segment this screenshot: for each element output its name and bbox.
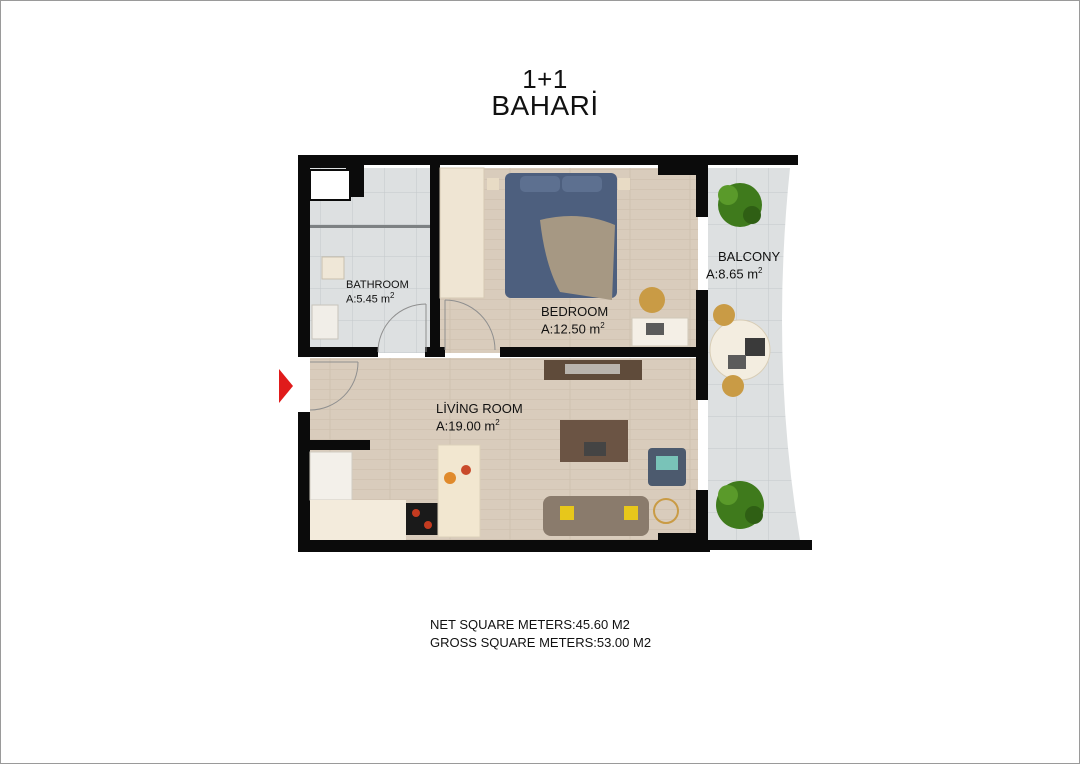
living-area-unit: 2 [495,418,500,427]
living-area-label: A:19.00 m2 [436,416,500,433]
living-area-value: A:19.00 m [436,418,496,434]
balcony-area-unit: 2 [758,266,763,275]
net-area-text: NET SQUARE METERS:45.60 M2 [430,617,630,632]
bathroom-area-label: A:5.45 m2 [346,290,394,306]
gross-area-text: GROSS SQUARE METERS:53.00 M2 [430,635,652,650]
table-icon [560,420,628,462]
bedroom-area-value: A:12.50 m [541,321,601,337]
area-totals: NET SQUARE METERS:45.60 M2 GROSS SQUARE … [430,616,651,652]
bathroom-name-label: BATHROOM [346,279,409,291]
balcony-name-label: BALCONY [718,249,781,264]
bathroom-area-value: A:5.45 m [346,293,391,306]
balcony-area-value: A:8.65 m [706,266,759,282]
bed-icon [505,173,617,300]
walls [298,155,812,552]
balcony-area-label: A:8.65 m2 [706,264,762,281]
living-name-label: LİVİNG ROOM [436,401,523,416]
bathroom-area-unit: 2 [390,291,395,300]
plan-subtitle: BAHARİ [491,90,599,121]
sofa-icon [543,496,649,536]
bedroom-area-label: A:12.50 m2 [541,319,605,336]
bedroom-name-label: BEDROOM [541,304,609,319]
plant-icon [718,183,762,227]
plant-icon [716,481,764,529]
plan-title: 1+1 [522,64,568,94]
bedroom-area-unit: 2 [600,321,605,330]
entrance-arrow-icon [279,369,293,403]
